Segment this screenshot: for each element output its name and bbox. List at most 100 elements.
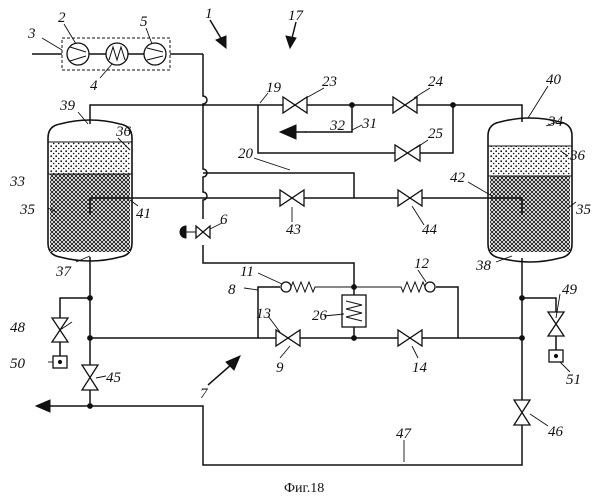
leader	[42, 38, 62, 50]
junction-dot	[352, 285, 357, 290]
cross-feed-line	[203, 173, 354, 198]
branch-to-49	[522, 298, 556, 312]
junction-dot	[451, 103, 456, 108]
valve-9	[276, 330, 300, 346]
label-11: 11	[240, 264, 254, 280]
label-25: 25	[428, 126, 444, 142]
arrow-17-head-icon	[286, 36, 296, 48]
sensor-dot-icon	[554, 354, 557, 357]
junction-dot	[88, 296, 93, 301]
leader	[528, 86, 548, 118]
junction-dot	[520, 336, 525, 341]
label-49: 49	[562, 282, 578, 298]
label-36-left: 36	[115, 124, 132, 140]
label-26: 26	[312, 308, 328, 324]
arrow-17-shaft	[292, 22, 296, 38]
right-drain	[90, 296, 564, 465]
label-38: 38	[475, 258, 492, 274]
label-4: 4	[90, 78, 98, 94]
junction-dot	[520, 296, 525, 301]
arrow-1-head-icon	[216, 36, 226, 48]
branch-to-48	[60, 298, 90, 318]
leader	[258, 273, 282, 284]
label-46: 46	[548, 424, 564, 440]
spring-11	[291, 282, 354, 292]
label-5: 5	[140, 14, 148, 30]
label-43: 43	[286, 222, 301, 238]
label-37: 37	[55, 264, 73, 280]
label-40: 40	[546, 72, 562, 88]
leader	[412, 346, 418, 358]
product-branch	[258, 97, 455, 161]
valve-44	[398, 190, 422, 206]
leader	[146, 28, 152, 44]
check-valve-12	[425, 282, 435, 292]
leader	[560, 362, 570, 372]
dotted-bed-left	[50, 142, 130, 174]
label-42: 42	[450, 170, 466, 186]
dotted-bed-right	[490, 146, 570, 176]
lower-valve-block	[88, 282, 525, 346]
label-33: 33	[9, 174, 25, 190]
label-20: 20	[238, 146, 254, 162]
junction-dot	[352, 336, 357, 341]
top-line-39	[90, 105, 430, 124]
pump-icon	[144, 43, 166, 65]
label-7: 7	[200, 386, 209, 402]
label-12: 12	[414, 256, 430, 272]
label-23: 23	[322, 74, 337, 90]
label-48: 48	[10, 320, 26, 336]
valve-45	[82, 365, 98, 390]
label-8: 8	[228, 282, 236, 298]
leader	[64, 24, 76, 44]
valve-43	[280, 190, 304, 206]
label-9: 9	[276, 360, 284, 376]
valve-14	[398, 330, 422, 346]
cross-hatched-bed-right	[490, 176, 570, 252]
label-36-right: 36	[569, 148, 586, 164]
label-17: 17	[288, 8, 305, 24]
label-14: 14	[412, 360, 428, 376]
leader	[530, 414, 548, 426]
valve-6	[196, 226, 210, 238]
label-39: 39	[59, 98, 76, 114]
leader	[352, 125, 362, 130]
valve-46	[514, 400, 530, 425]
compressor-icon	[67, 43, 89, 65]
leader	[96, 376, 106, 378]
label-45: 45	[106, 370, 122, 386]
label-2: 2	[58, 10, 66, 26]
label-19: 19	[266, 80, 282, 96]
label-34: 34	[547, 114, 564, 130]
valve-24	[393, 97, 417, 113]
valve-23	[283, 97, 307, 113]
leader	[100, 64, 112, 78]
label-41: 41	[136, 206, 151, 222]
label-35-left: 35	[19, 202, 36, 218]
feed-pipe-upper	[203, 54, 207, 219]
label-44: 44	[422, 222, 438, 238]
leader	[280, 346, 290, 358]
label-50: 50	[10, 356, 26, 372]
sensor-dot-icon	[58, 360, 61, 363]
check-valve-8	[281, 282, 291, 292]
leader	[254, 158, 290, 170]
label-13: 13	[256, 306, 271, 322]
leader	[416, 140, 428, 148]
cross-line	[132, 173, 488, 206]
product-arrow-icon	[280, 125, 296, 139]
label-35-right: 35	[575, 202, 592, 218]
left-drain	[36, 278, 98, 412]
check-branch-right	[436, 287, 458, 338]
leader	[324, 314, 344, 316]
label-32: 32	[329, 118, 346, 134]
arrow-7-shaft	[208, 364, 232, 385]
label-24: 24	[428, 74, 444, 90]
label-3: 3	[27, 26, 36, 42]
compressor-unit	[32, 38, 203, 70]
return-line-47	[90, 406, 522, 465]
label-47: 47	[396, 426, 413, 442]
spring-12	[354, 282, 425, 292]
arrow-1-shaft	[210, 20, 222, 40]
